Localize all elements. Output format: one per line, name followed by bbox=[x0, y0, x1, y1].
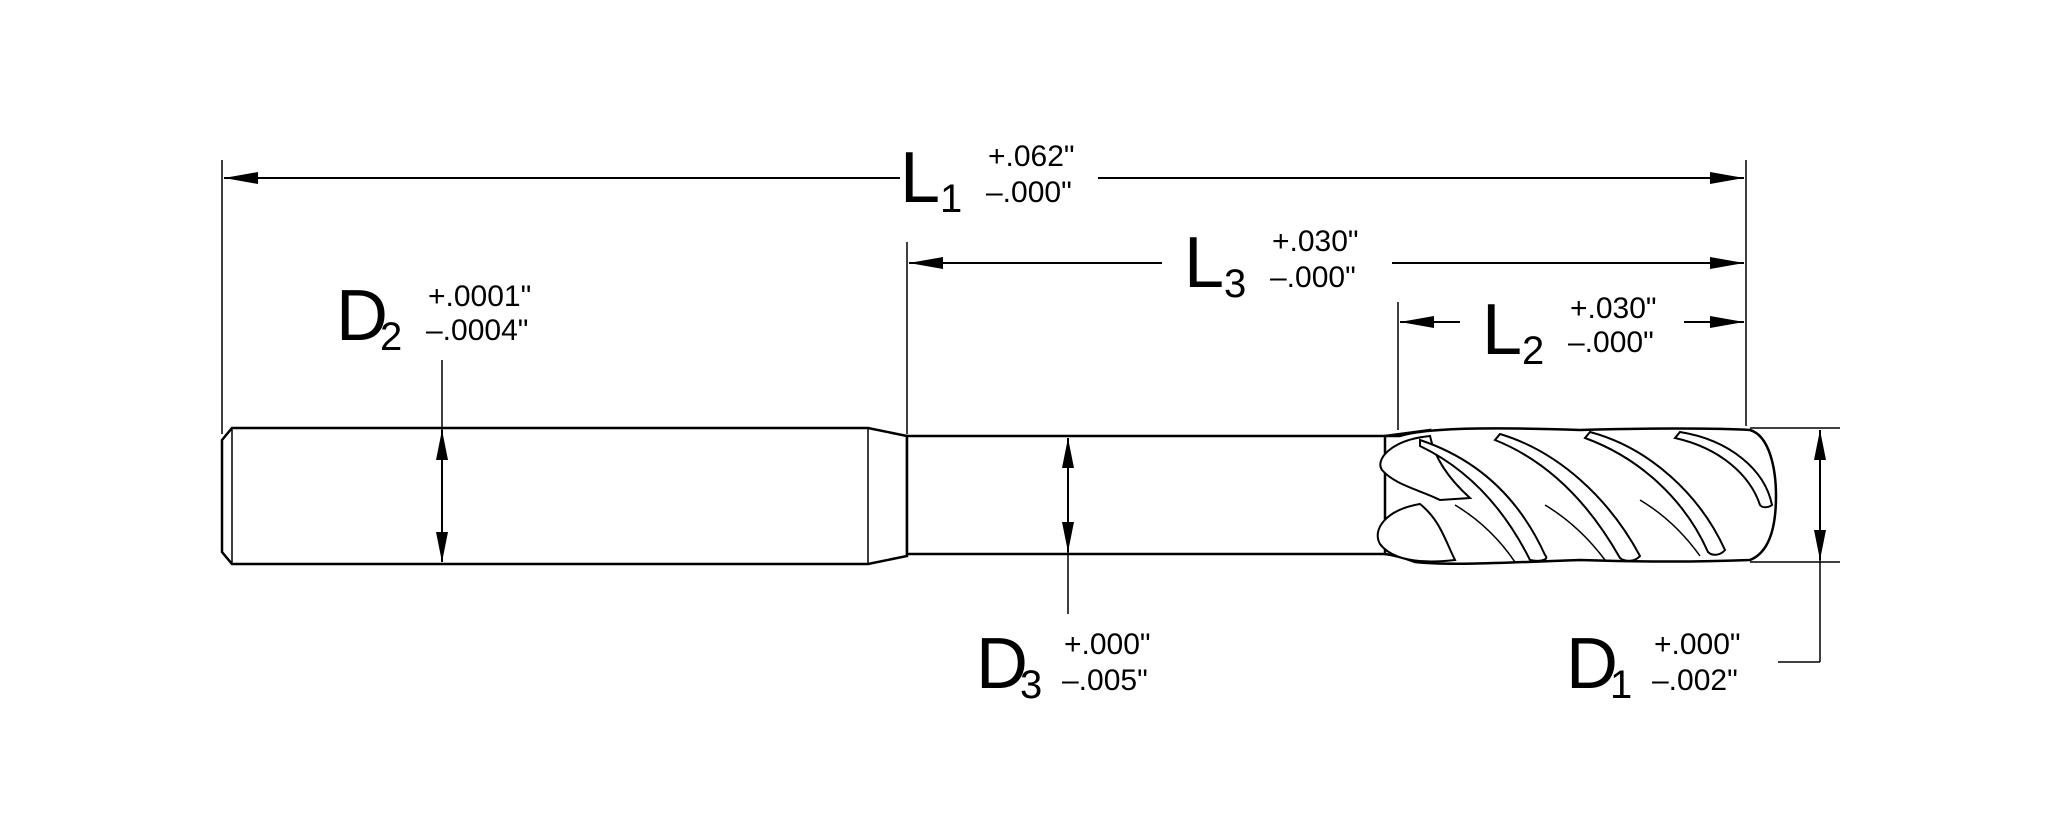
d1-tolerance-plus: +.000" bbox=[1654, 628, 1741, 661]
l2-subscript: 2 bbox=[1522, 329, 1544, 373]
flute-2 bbox=[1493, 432, 1642, 562]
shank bbox=[220, 426, 909, 566]
l3-subscript: 3 bbox=[1224, 262, 1246, 306]
l1-label: L bbox=[900, 138, 940, 218]
d1-tolerance-minus: –.002" bbox=[1652, 664, 1738, 697]
d3-tolerance-plus: +.000" bbox=[1064, 628, 1151, 661]
extension-lines bbox=[221, 160, 1840, 563]
flute-gash-lower bbox=[1376, 502, 1457, 563]
flute-3 bbox=[1583, 430, 1727, 556]
l1-tolerance-minus: –.000" bbox=[986, 176, 1072, 209]
dimension-l1: L 1 +.062" –.000" bbox=[224, 138, 1744, 221]
dimension-l2: L 2 +.030" –.000" bbox=[1400, 290, 1744, 373]
flute-1 bbox=[1419, 438, 1548, 562]
end-mill-tool bbox=[220, 426, 1778, 566]
cutting-head bbox=[1376, 427, 1778, 565]
flute-edge-1 bbox=[1454, 504, 1516, 563]
l2-label: L bbox=[1482, 290, 1522, 370]
d3-subscript: 3 bbox=[1020, 663, 1042, 707]
dimension-d3: D 3 +.000" –.005" bbox=[976, 438, 1151, 707]
neck bbox=[905, 428, 1432, 562]
flute-edge-3 bbox=[1639, 499, 1701, 557]
d2-subscript: 2 bbox=[380, 315, 402, 359]
l1-subscript: 1 bbox=[940, 177, 962, 221]
l1-tolerance-plus: +.062" bbox=[988, 140, 1075, 173]
l3-tolerance-plus: +.030" bbox=[1272, 225, 1359, 258]
d1-subscript: 1 bbox=[1610, 663, 1632, 707]
d3-tolerance-minus: –.005" bbox=[1062, 664, 1148, 697]
d2-label: D bbox=[336, 276, 388, 356]
flute-4 bbox=[1673, 430, 1774, 509]
d1-label: D bbox=[1566, 624, 1618, 704]
l3-label: L bbox=[1184, 223, 1224, 303]
flute-gash-upper bbox=[1379, 434, 1473, 502]
d2-tolerance-plus: +.0001" bbox=[428, 280, 531, 313]
l2-tolerance-plus: +.030" bbox=[1570, 292, 1657, 325]
l2-tolerance-minus: –.000" bbox=[1568, 326, 1654, 359]
d2-tolerance-minus: –.0004" bbox=[426, 314, 528, 347]
d3-label: D bbox=[976, 624, 1028, 704]
dimension-d1: D 1 +.000" –.002" bbox=[1566, 430, 1826, 707]
flute-edge-2 bbox=[1544, 504, 1606, 561]
dimension-d2: D 2 +.0001" –.0004" bbox=[336, 276, 531, 562]
l3-tolerance-minus: –.000" bbox=[1270, 261, 1356, 294]
dimension-l3: L 3 +.030" –.000" bbox=[909, 223, 1744, 306]
